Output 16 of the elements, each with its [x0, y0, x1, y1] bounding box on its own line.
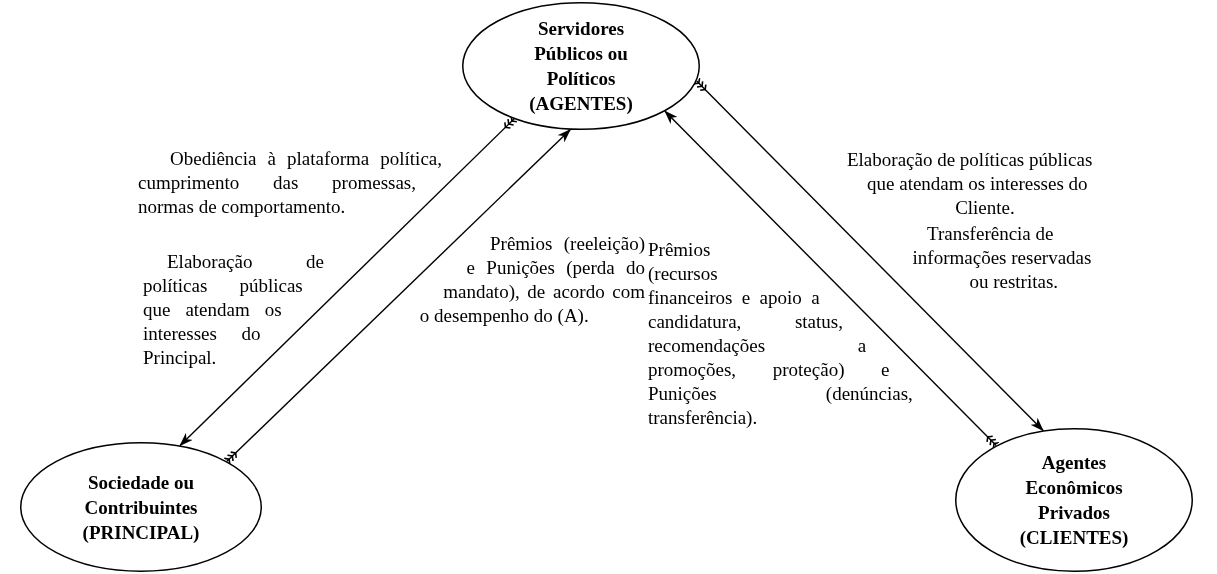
- arrow: [223, 129, 571, 465]
- node-label: Agentes Econômicos Privados (CLIENTES): [1018, 451, 1130, 550]
- arrow: [664, 110, 1000, 450]
- annotation-text: Transferência de informações reservadas ou restritas.: [912, 223, 1092, 292]
- ellipse-node: [20, 442, 262, 572]
- annotation-text: Prêmios (reeleição) e Punições (perda do mandato), de acordo com o desempenho do (A).: [419, 233, 645, 326]
- node-label: Sociedade ou Contribuintes (PRINCIPAL): [81, 470, 201, 545]
- ellipse-node: [955, 428, 1193, 572]
- arrow: [693, 77, 1044, 432]
- ellipse-node: [462, 2, 700, 130]
- annotation-text: Elaboração de políticas públicas que atendam os interesses do Cliente.: [847, 149, 1093, 218]
- arrow: [179, 115, 518, 447]
- annotation-text: Prêmios (recursos financeiros e apoio a candidatura, status, recomendações a promoções, proteção) e Punições (denúncias, transferência).: [648, 239, 913, 428]
- node-label: Servidores Públicos ou Políticos (AGENTES): [528, 17, 634, 116]
- annotation-text: Obediência à plataforma política, cumprimento das promessas, normas de comportamento.: [138, 148, 442, 217]
- annotation-text: Elaboração de políticas públicas que atendam os interesses do Principal.: [143, 251, 324, 368]
